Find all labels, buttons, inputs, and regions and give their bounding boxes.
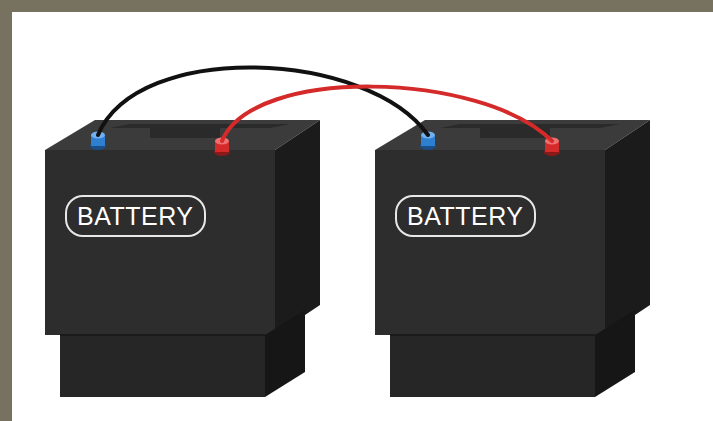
battery-node: BATTERY	[45, 118, 320, 397]
wire	[222, 87, 552, 141]
battery-body	[45, 120, 320, 397]
frame-bar	[0, 0, 12, 421]
frame-bar	[0, 0, 713, 12]
wire	[98, 67, 428, 135]
battery-body	[375, 120, 650, 397]
battery-node: BATTERY	[375, 118, 650, 397]
battery-label: BATTERY	[65, 195, 206, 237]
battery-label: BATTERY	[395, 195, 536, 237]
